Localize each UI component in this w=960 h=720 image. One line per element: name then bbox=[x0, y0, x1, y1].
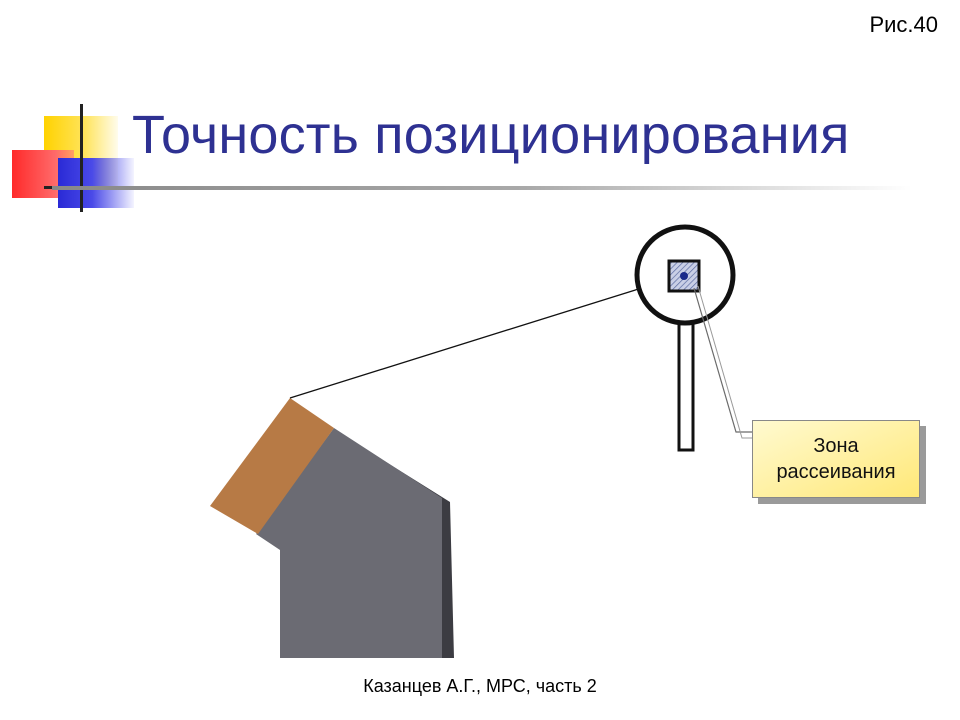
blue-square-decoration bbox=[58, 158, 134, 208]
target-dot bbox=[680, 272, 688, 280]
callout-leader-line bbox=[693, 287, 752, 433]
tool-body bbox=[256, 428, 442, 658]
callout-leader-line-2 bbox=[697, 285, 752, 439]
slide-title: Точность позиционирования bbox=[132, 105, 850, 165]
title-underline bbox=[52, 186, 912, 190]
vertical-line-decoration bbox=[80, 104, 83, 212]
scatter-zone-callout: Зона рассеивания bbox=[752, 420, 920, 498]
figure-label: Рис.40 bbox=[869, 12, 938, 37]
footer: Казанцев А.Г., МРС, часть 2 bbox=[363, 676, 597, 696]
trajectory-line bbox=[289, 275, 681, 399]
tool-tip bbox=[210, 398, 334, 534]
target-stem bbox=[677, 320, 695, 452]
